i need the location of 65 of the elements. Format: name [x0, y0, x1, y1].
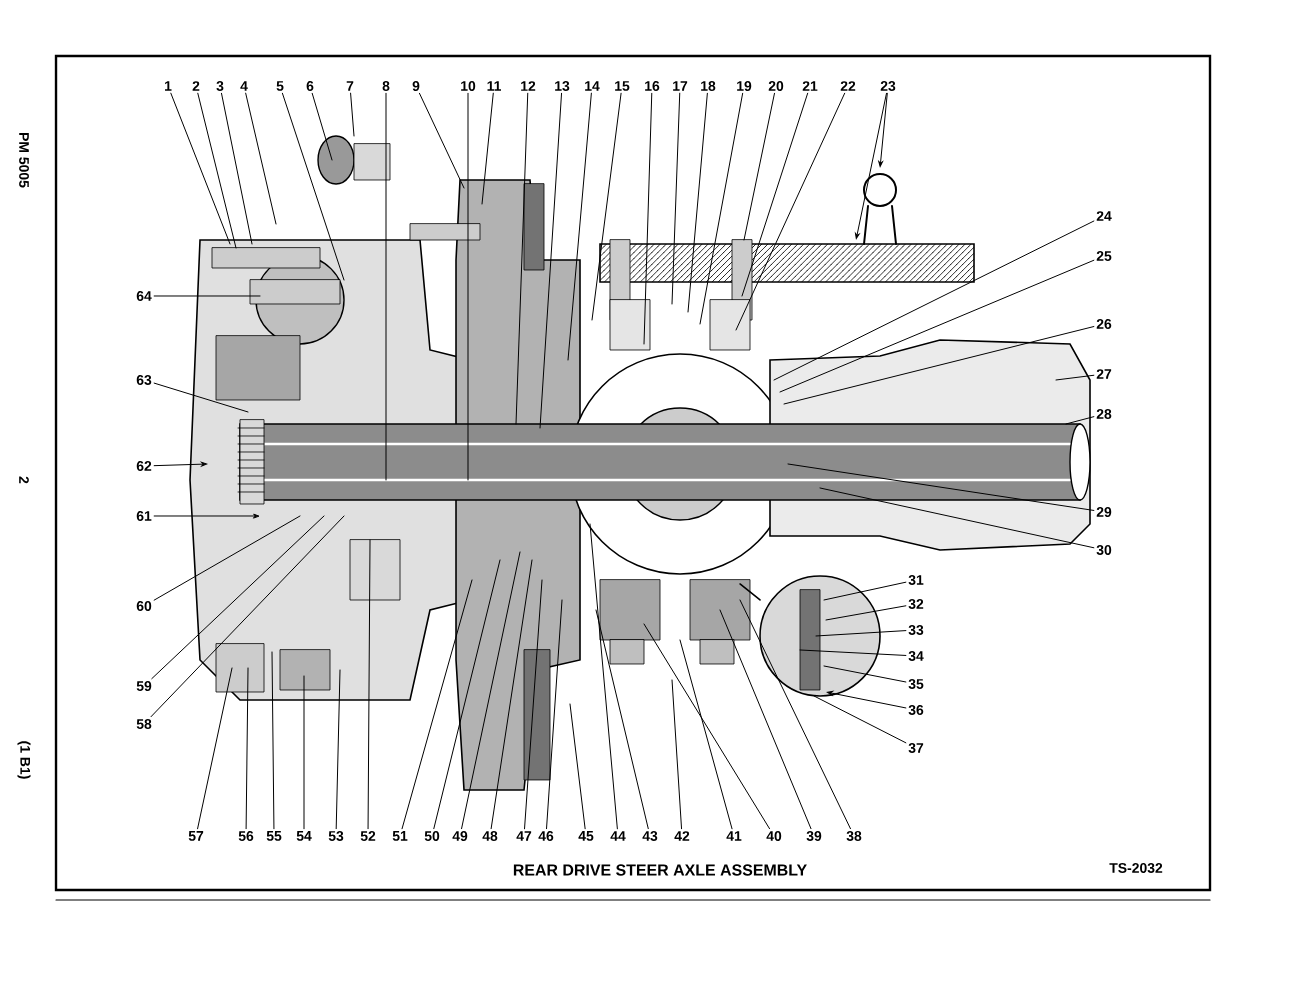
leader-line — [589, 523, 618, 830]
leader-line — [743, 92, 775, 241]
leader-line — [741, 92, 809, 297]
leader-line — [799, 649, 907, 656]
leader-line — [490, 559, 533, 830]
leader-line — [854, 92, 887, 240]
leader-line — [401, 579, 473, 830]
leader-line — [433, 559, 501, 830]
leader-line — [687, 92, 708, 313]
leader-line — [735, 92, 846, 331]
leader-line — [826, 690, 907, 709]
leader-line — [819, 487, 1095, 549]
leader-line — [150, 515, 345, 718]
leader-line — [787, 463, 1095, 511]
leader-line — [783, 326, 1095, 405]
leader-line — [350, 92, 355, 137]
leader-line — [643, 623, 770, 830]
leader-line — [823, 581, 907, 601]
leader-line — [719, 609, 812, 830]
leader-line — [197, 92, 237, 249]
leader-line — [539, 92, 563, 429]
leader-line — [699, 92, 744, 325]
leader-line — [643, 92, 653, 345]
leader-line — [153, 515, 301, 601]
leader-line — [153, 382, 249, 413]
leader-line — [481, 92, 494, 205]
leader-line — [197, 667, 233, 830]
leader-line — [170, 92, 231, 245]
leader-line — [591, 92, 622, 321]
leader-line — [739, 599, 851, 830]
leader-line — [546, 599, 563, 830]
leader-line — [671, 679, 683, 830]
leader-line — [153, 295, 261, 297]
leader-line — [153, 461, 208, 467]
leader-line — [567, 92, 592, 361]
leader-line — [245, 667, 249, 830]
leader-line — [418, 92, 465, 189]
leader-line — [335, 669, 341, 830]
leader-line — [671, 92, 681, 305]
leader-line — [569, 703, 586, 830]
leader-line — [245, 92, 277, 225]
leader-line — [878, 92, 888, 168]
leader-line — [385, 92, 387, 481]
leader-line — [151, 515, 325, 680]
leader-line — [1065, 416, 1095, 425]
leader-line — [823, 665, 907, 683]
leader-line — [779, 259, 1095, 393]
leader-line — [773, 220, 1095, 381]
leader-line — [367, 539, 371, 830]
leader-line — [303, 675, 305, 830]
leader-line — [595, 609, 649, 830]
leader-line — [461, 551, 521, 830]
leader-line — [515, 92, 529, 425]
leader-line — [311, 92, 333, 161]
leader-line — [153, 513, 260, 519]
leader-line — [815, 630, 907, 637]
leader-line — [221, 92, 253, 245]
leader-line — [524, 579, 543, 830]
leader-line — [467, 92, 469, 481]
leader-line — [679, 639, 733, 830]
leader-line — [271, 651, 275, 830]
leader-line — [825, 605, 907, 621]
leader-line — [813, 695, 907, 744]
leader-line — [1055, 374, 1095, 381]
leader-line — [281, 92, 345, 281]
